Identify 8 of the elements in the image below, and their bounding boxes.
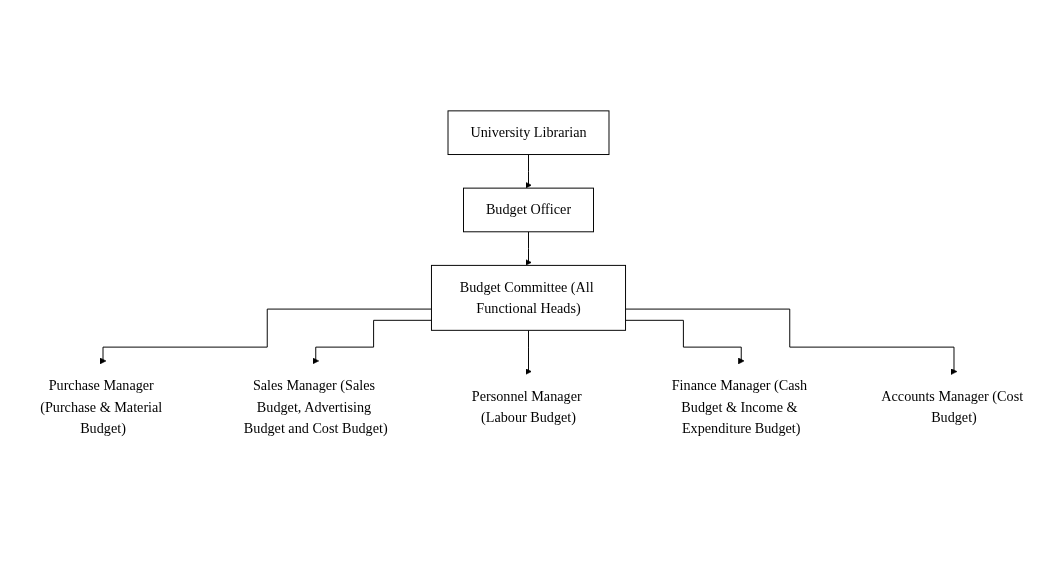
node-text: Accounts Manager (Cost Budget) xyxy=(881,387,1024,425)
node-text: Purchase Manager (Purchase & Material Budget) xyxy=(40,377,163,436)
node-box: University Librarian xyxy=(447,110,610,155)
node-text: Sales Manager (Sales Budget, Advertising Budget and Cost Budget) xyxy=(243,377,388,436)
node-text: Personnel Manager (Labour Budget) xyxy=(471,387,582,425)
node-text: Finance Manager (Cash Budget & Income & Expenditure Budget) xyxy=(671,377,808,436)
node-box: Budget Committee (All Functional Heads) xyxy=(430,264,627,331)
node-box: Budget Officer xyxy=(463,187,594,233)
